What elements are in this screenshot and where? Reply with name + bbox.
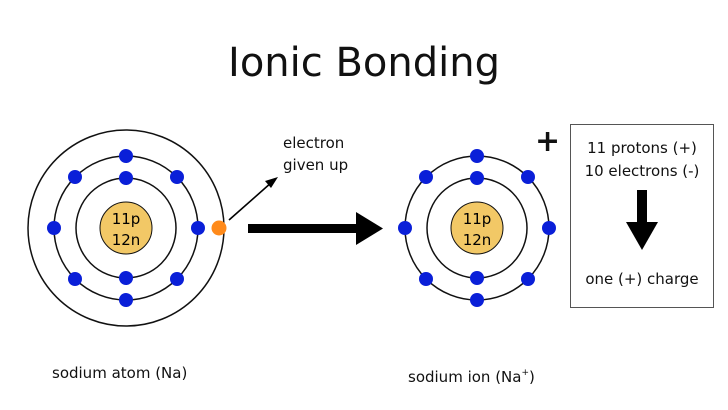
atom-protons-label: 11p [112,210,141,228]
electron [47,221,61,235]
sodium-ion-label: sodium ion (Na+) [408,362,535,388]
lost-electron [211,220,227,236]
ion-protons-label: 11p [463,210,492,228]
electron [521,170,535,184]
electron [191,221,205,235]
protons-count: 11 protons (+) [587,139,697,157]
electron-given-up-label: electron given up [283,132,348,176]
electron [419,272,433,286]
reaction-arrow [248,212,383,245]
electron [170,272,184,286]
sodium-ion: 11p 12n [398,149,556,307]
electron [470,293,484,307]
electron [119,171,133,185]
charge-info-box: 11 protons (+) 10 electrons (-) one (+) … [570,124,714,308]
sodium-atom: 11p 12n [27,129,227,327]
electron [68,170,82,184]
down-arrow [626,190,658,250]
atom-neutrons-label: 12n [112,231,141,249]
net-charge: one (+) charge [585,270,699,288]
ion-label-close: ) [529,368,535,386]
electron [521,272,535,286]
electron [542,221,556,235]
ion-neutrons-label: 12n [463,231,492,249]
ion-nucleus [450,201,504,255]
electron [470,149,484,163]
electron [119,293,133,307]
electron [470,271,484,285]
electrons-count: 10 electrons (-) [584,162,700,180]
electron [170,170,184,184]
ion-label-text: sodium ion (Na [408,368,522,386]
electron-label-line2: given up [283,156,349,174]
electron [470,171,484,185]
electron [68,272,82,286]
sodium-atom-label: sodium atom (Na) [52,364,188,382]
electron-given-up-arrow [228,177,278,221]
electron [119,271,133,285]
electron [419,170,433,184]
atom-nucleus [99,201,153,255]
electron [398,221,412,235]
page-title: Ionic Bonding [228,40,500,86]
electron [119,149,133,163]
ion-charge-sign: + [535,124,561,159]
electron-label-line1: electron [283,134,345,152]
ion-label-superscript: + [521,368,529,378]
